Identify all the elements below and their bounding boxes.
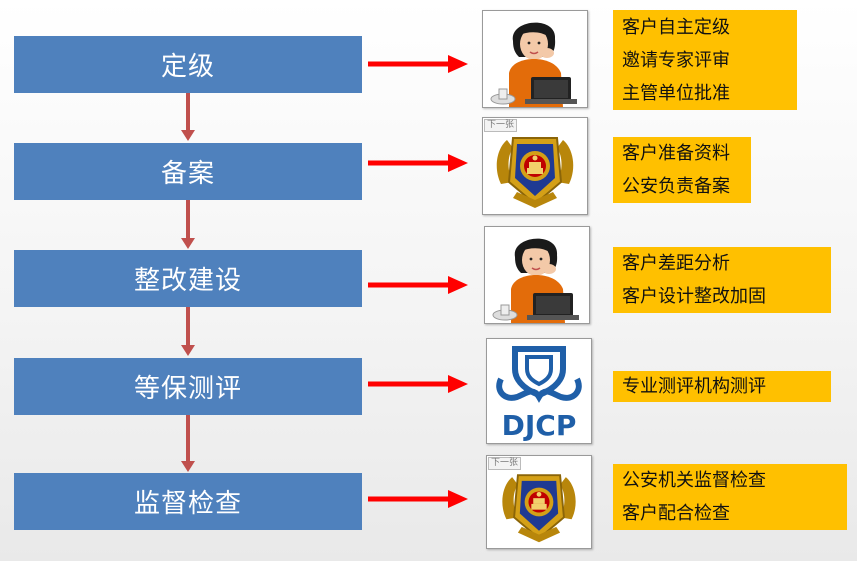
next-tag: 下一张 xyxy=(488,457,522,470)
vertical-connector-4 xyxy=(181,415,195,472)
horizontal-arrow-3 xyxy=(368,276,468,294)
police-badge-image: 下一张 xyxy=(482,117,588,215)
police-badge-icon xyxy=(502,474,576,543)
customer-service-woman-icon xyxy=(492,238,579,323)
horizontal-arrow-2 xyxy=(368,154,468,172)
step-label: 等保测评 xyxy=(133,374,242,404)
djcp-logo-icon: DJCP xyxy=(496,346,582,442)
note-line: 邀请专家评审 xyxy=(622,50,730,71)
step-label: 整改建设 xyxy=(133,266,242,296)
police-badge-image: 下一张 xyxy=(486,455,592,549)
note-line: 客户差距分析 xyxy=(622,253,730,274)
note-zhenggai: 客户差距分析 客户设计整改加固 xyxy=(613,247,831,313)
note-line: 客户配合检查 xyxy=(622,503,730,524)
step-zhenggai-jianshe: 整改建设 xyxy=(14,250,362,307)
step-label: 备案 xyxy=(160,159,215,189)
note-line: 客户准备资料 xyxy=(622,143,730,164)
step-dingji: 定级 xyxy=(14,36,362,93)
note-line: 客户自主定级 xyxy=(622,17,730,38)
note-dingji: 客户自主定级 邀请专家评审 主管单位批准 xyxy=(613,10,797,110)
next-tag: 下一张 xyxy=(484,119,518,132)
vertical-connector-3 xyxy=(181,307,195,356)
step-label: 监督检查 xyxy=(133,489,242,519)
vertical-connector-1 xyxy=(181,93,195,141)
step-dengbao-cepíng: 等保测评 xyxy=(14,358,362,415)
customer-service-image xyxy=(482,10,588,108)
horizontal-arrow-5 xyxy=(368,490,468,508)
note-line: 客户设计整改加固 xyxy=(622,286,766,307)
note-cepíng: 专业测评机构测评 xyxy=(613,371,831,402)
horizontal-arrow-4 xyxy=(368,375,468,393)
horizontal-arrow-1 xyxy=(368,55,468,73)
note-line: 主管单位批准 xyxy=(622,83,730,104)
customer-service-woman-icon xyxy=(490,22,577,107)
djcp-logo-text: DJCP xyxy=(502,409,577,442)
djcp-logo-image: DJCP xyxy=(486,338,592,444)
police-badge-icon xyxy=(496,137,574,208)
note-line: 公安负责备案 xyxy=(622,176,730,197)
note-jiandu: 公安机关监督检查 客户配合检查 xyxy=(613,464,847,530)
step-label: 定级 xyxy=(160,52,215,82)
step-jiandu-jiancha: 监督检查 xyxy=(14,473,362,530)
note-line: 专业测评机构测评 xyxy=(622,376,766,397)
note-line: 公安机关监督检查 xyxy=(622,470,766,491)
customer-service-image xyxy=(484,226,590,324)
note-beian: 客户准备资料 公安负责备案 xyxy=(613,137,751,203)
vertical-connector-2 xyxy=(181,200,195,249)
step-beian: 备案 xyxy=(14,143,362,200)
